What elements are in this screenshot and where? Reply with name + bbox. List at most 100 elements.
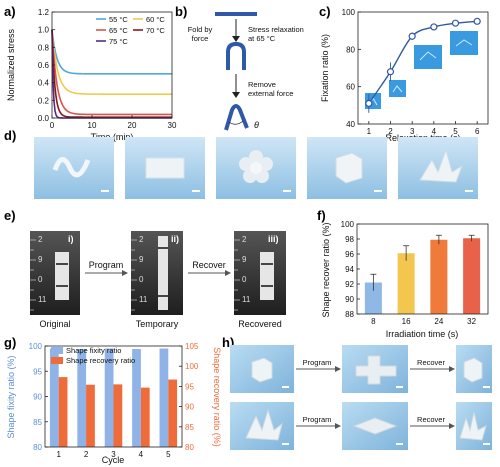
arrow-program-head bbox=[122, 270, 128, 276]
inset-photo-4 bbox=[450, 31, 478, 55]
sample-crane-flat bbox=[352, 417, 398, 435]
chart-f-ytick-2: 92 bbox=[345, 280, 354, 289]
panel-label-d: d) bbox=[4, 128, 16, 143]
ruler1-num-2: 9 bbox=[38, 255, 43, 264]
chart-g-ytick-2: 90 bbox=[33, 393, 42, 402]
panel-label-a: a) bbox=[4, 4, 16, 19]
scale-bar-d1 bbox=[101, 190, 109, 192]
chart-f-xtick-0: 8 bbox=[371, 317, 376, 326]
ruler1-num-1: 2 bbox=[38, 235, 43, 244]
step-ii: ii) bbox=[171, 234, 179, 244]
scale-bar-h3 bbox=[483, 386, 490, 388]
sample-crane-1 bbox=[245, 408, 283, 441]
chart-a-legend-label-1-0: 65 °C bbox=[109, 26, 128, 35]
photo-strip-d bbox=[34, 137, 478, 199]
chart-c-xtick-3: 4 bbox=[432, 127, 437, 136]
chart-c-point-3 bbox=[430, 23, 438, 31]
chart-g-xtick-2: 3 bbox=[111, 450, 116, 459]
chart-a-xtick-2: 20 bbox=[128, 121, 137, 130]
photo-crane bbox=[398, 137, 478, 199]
chart-g-bar-fixity-1 bbox=[77, 349, 87, 447]
label-recover: Recover bbox=[192, 260, 226, 270]
chart-c-ytick-2: 80 bbox=[346, 45, 355, 54]
chart-a-ytick-5: 1.0 bbox=[38, 26, 50, 35]
photo-spiral bbox=[34, 137, 114, 199]
inset-sample-3 bbox=[419, 51, 437, 61]
chart-a-series-0 bbox=[51, 29, 172, 75]
step2-label-2: external force bbox=[248, 89, 293, 98]
chart-f-ytick-3: 94 bbox=[345, 265, 354, 274]
scale-bar-h5 bbox=[396, 443, 403, 445]
chart-g-ytick-right-5: 105 bbox=[185, 342, 199, 351]
chart-a-series-2 bbox=[51, 29, 172, 116]
ruler-ticks-3 bbox=[234, 239, 240, 311]
scale-bar-d5 bbox=[465, 190, 473, 192]
scale-bar-h4 bbox=[282, 443, 289, 445]
chart-a-ytick-0: 0.0 bbox=[38, 114, 50, 123]
chart-f-xtick-2: 24 bbox=[434, 317, 443, 326]
chart-g-ytick-right-1: 85 bbox=[185, 423, 194, 432]
ruler2-num-2: 9 bbox=[139, 255, 144, 264]
chart-a-legend-label-0-0: 55 °C bbox=[109, 15, 128, 24]
scale-bar-d4 bbox=[374, 190, 382, 192]
chart-g-legend-swatch-0 bbox=[51, 347, 63, 354]
chart-g-ytick-right-2: 90 bbox=[185, 403, 194, 412]
strip-recovered-photo bbox=[260, 252, 274, 300]
arrow-recover-head bbox=[225, 270, 231, 276]
strip-original bbox=[55, 252, 69, 300]
chart-f-xtick-1: 16 bbox=[402, 317, 411, 326]
caption-original: Original bbox=[39, 319, 70, 329]
ruler3-num-2: 9 bbox=[242, 255, 247, 264]
chart-g-ytick-4: 100 bbox=[29, 342, 43, 351]
chart-a-series-1 bbox=[51, 29, 172, 95]
arrow-fold-head bbox=[232, 36, 240, 42]
chart-c-ytick-3: 100 bbox=[342, 8, 356, 17]
chart-g-xtick-0: 1 bbox=[56, 450, 61, 459]
step1-label-2: at 65 °C bbox=[248, 34, 276, 43]
chart-a-legend-label-1-1: 70 °C bbox=[146, 26, 165, 35]
panel-label-g: g) bbox=[4, 335, 16, 350]
label-h-program-2: Program bbox=[303, 415, 332, 424]
ruler3-num-1: 2 bbox=[242, 235, 247, 244]
chart-g-bar-recovery-4 bbox=[168, 379, 178, 447]
chart-g-ylabel-left: Shape fixity ratio (%) bbox=[6, 355, 16, 438]
chart-g-legend-swatch-1 bbox=[51, 357, 63, 364]
chart-g-bar-recovery-0 bbox=[58, 377, 68, 447]
inset-photo-3 bbox=[414, 45, 442, 69]
chart-c-point-4 bbox=[451, 19, 460, 27]
sample-cube-2 bbox=[463, 357, 483, 383]
step-iii: iii) bbox=[268, 234, 279, 244]
chart-g-ytick-right-4: 100 bbox=[185, 362, 199, 371]
ruler-ticks-2 bbox=[131, 239, 137, 311]
panel-label-e: e) bbox=[4, 208, 16, 223]
caption-recovered: Recovered bbox=[238, 319, 282, 329]
ruler-temporary bbox=[131, 231, 183, 315]
scale-bar-d3 bbox=[283, 190, 291, 192]
photo-grid-h: Program Recover Program Recover bbox=[230, 345, 492, 450]
inset-sample-2 bbox=[392, 85, 403, 93]
label-program: Program bbox=[89, 260, 124, 270]
ruler3-num-4: 11 bbox=[242, 295, 251, 304]
label-h-recover-1: Recover bbox=[417, 358, 445, 367]
sample-flower bbox=[239, 150, 273, 183]
chart-a-ytick-3: 0.6 bbox=[38, 61, 50, 70]
step-i: i) bbox=[68, 234, 74, 244]
chart-g-bar-recovery-3 bbox=[140, 387, 150, 447]
fold-label-1: Fold by bbox=[188, 25, 213, 34]
chart-f-ytick-4: 96 bbox=[345, 250, 354, 259]
sample-crane bbox=[419, 148, 463, 183]
label-h-program-1: Program bbox=[303, 358, 332, 367]
chart-g-xtick-4: 5 bbox=[166, 450, 171, 459]
step2-label-1: Remove bbox=[248, 80, 276, 89]
chart-c-xtick-1: 2 bbox=[388, 127, 393, 136]
chart-f-bar-3 bbox=[463, 238, 481, 314]
chart-c-xtick-2: 3 bbox=[410, 127, 415, 136]
chart-c-xtick-4: 5 bbox=[453, 127, 458, 136]
ruler1-num-3: 0 bbox=[38, 275, 43, 284]
chart-a-ytick-4: 0.8 bbox=[38, 43, 50, 52]
schematic-b: Fold by force Stress relaxation at 65 °C… bbox=[188, 12, 304, 131]
